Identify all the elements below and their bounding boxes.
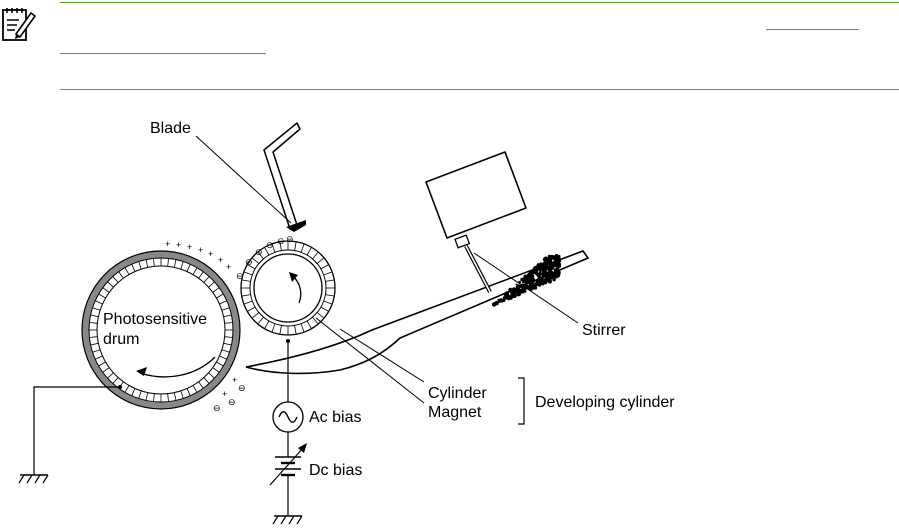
developing-cylinder-label: Developing cylinder [535,394,675,411]
toner-particles [491,253,562,307]
leader-lines: Cylinder Magnet Developing cylinder [315,317,675,425]
drum-label-line1: Photosensitive [103,311,207,328]
developing-cylinder [240,240,336,336]
svg-text:⊖: ⊖ [236,271,244,281]
blade: Blade [150,120,306,232]
svg-text:+: + [187,242,192,252]
note-link-underline-1[interactable] [766,29,859,30]
svg-text:+: + [222,389,227,399]
ac-bias-label: Ac bias [309,409,361,426]
svg-text:+: + [198,245,203,255]
svg-text:⊖: ⊖ [238,383,246,393]
note-bottom-rule [60,89,899,90]
stirrer: Stirrer [425,151,626,339]
drum-ground [18,385,122,484]
svg-text:⊖: ⊖ [245,257,253,267]
photosensitive-drum: Photosensitive drum [81,250,241,410]
svg-text:+: + [165,239,170,249]
cylinder-label: Cylinder [428,385,487,402]
svg-text:+: + [176,240,181,250]
svg-text:⊖: ⊖ [266,240,274,250]
svg-text:⊖: ⊖ [255,247,263,257]
drum-ground-icon [18,474,49,484]
svg-text:+: + [208,249,213,259]
blade-label: Blade [150,120,191,137]
svg-text:⊖: ⊖ [286,234,294,244]
svg-text:⊖: ⊖ [277,236,285,246]
svg-text:⊖: ⊖ [228,397,236,407]
svg-text:⊖: ⊖ [213,403,221,413]
svg-text:+: + [232,375,237,385]
charges: + + + + + + + ⊖ ⊖ ⊖ ⊖ ⊖ ⊖ + ⊖ + ⊖ ⊖ [165,234,294,413]
dc-bias-label: Dc bias [309,462,362,479]
toner-hopper [245,250,590,375]
battery-icon [269,443,307,486]
note-top-rule [60,2,899,3]
svg-text:+: + [218,255,223,265]
cylinder-rotation-arrow [289,272,298,282]
magnet-label: Magnet [428,404,482,421]
svg-text:+: + [226,262,231,272]
note-pencil-icon [2,8,37,41]
developing-unit-diagram: Photosensitive drum + + + + + + + ⊖ ⊖ ⊖ … [18,120,675,525]
note-box [0,0,899,92]
developing-cylinder-bracket [518,377,525,425]
note-link-underline-2[interactable] [60,53,266,54]
bias-circuit: Ac bias Dc bias [269,339,362,525]
drum-label-line2: drum [103,331,139,348]
stirrer-label: Stirrer [582,322,626,339]
drum-rotation-arrow [136,367,147,376]
ground-icon [272,515,303,525]
